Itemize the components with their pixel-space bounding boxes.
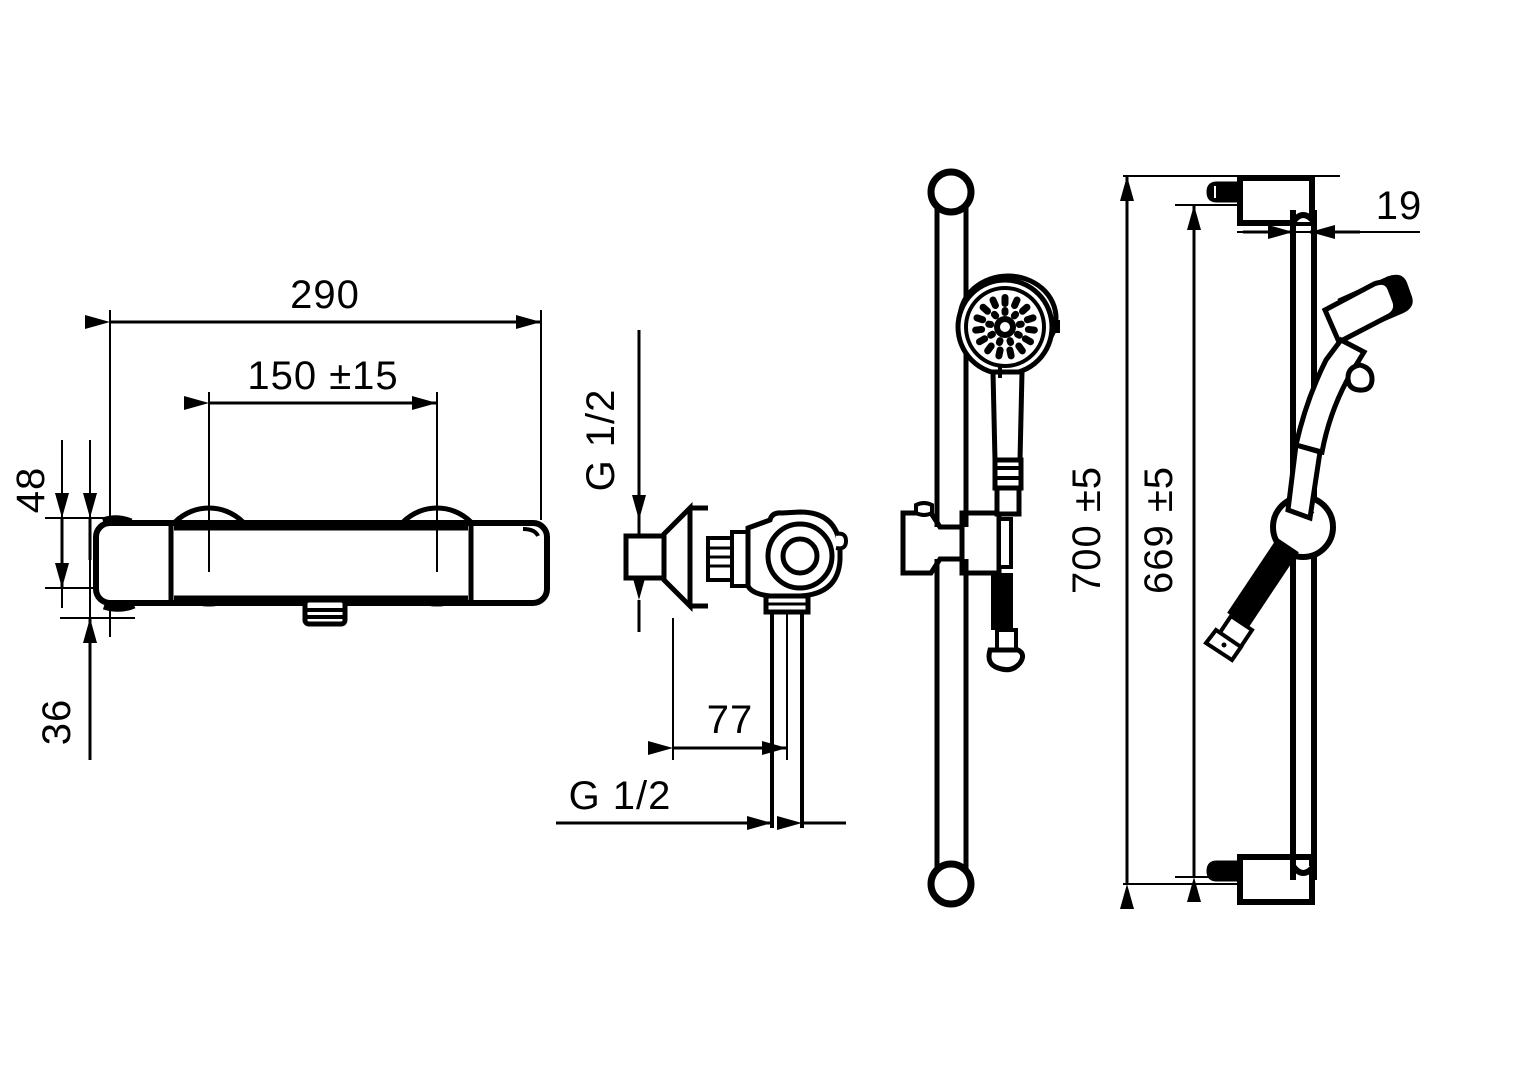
shower-hose-side xyxy=(1227,537,1299,628)
outlet-thread-label: G 1/2 xyxy=(569,774,672,818)
dim-rail-overall: 700 ±5 xyxy=(1065,175,1340,909)
shower-head-lug xyxy=(1051,320,1060,333)
hand-shower-handle-side xyxy=(1293,336,1368,456)
spray-nozzles xyxy=(972,294,1038,360)
dim-overall-width-label: 290 xyxy=(290,273,360,317)
dim-rail-overall-label: 700 ±5 xyxy=(1065,466,1109,594)
inlet-thread-callout: G 1/2 xyxy=(579,330,646,632)
handle-cap-inner xyxy=(780,536,820,576)
mixer-side-view: G 1/2 xyxy=(556,330,849,830)
rail-bottom-bracket xyxy=(927,860,975,908)
hose-nut xyxy=(986,647,1026,673)
hand-shower-side xyxy=(1203,274,1413,663)
rail-side-view: 700 ±5 669 ±5 19 xyxy=(1065,175,1423,909)
dim-body-height-label: 48 xyxy=(9,467,53,514)
rail-front-view xyxy=(900,168,1060,908)
mixer-outlet-boss xyxy=(302,597,348,627)
union-nut xyxy=(706,530,750,588)
dim-body-height: 48 xyxy=(9,467,69,588)
dim-projection: 77 xyxy=(648,612,788,760)
dim-wall-to-centre: 36 xyxy=(35,493,97,760)
inlet-nipple xyxy=(623,533,667,581)
slider-clamp-knob xyxy=(914,501,934,517)
handle-centre-lines xyxy=(208,498,438,572)
mixer-front-view: 290 150 ±15 48 36 xyxy=(9,273,550,760)
dim-rail-wall-offset: 19 xyxy=(1237,184,1423,239)
outlet-pipe xyxy=(770,612,804,828)
escutcheon xyxy=(661,501,693,613)
hand-shower-nozzle-side xyxy=(1345,362,1375,393)
shower-head-side xyxy=(1321,279,1399,346)
outlet-thread-callout: G 1/2 xyxy=(556,774,846,830)
dim-inlet-centres-label: 150 ±15 xyxy=(247,354,398,398)
hand-shower-handle xyxy=(990,364,1025,517)
valve-side-lug xyxy=(835,531,849,551)
dim-inlet-centres: 150 ±15 xyxy=(184,354,437,410)
dim-rail-bracket-centres: 669 ±5 xyxy=(1137,204,1250,902)
shower-hose-front xyxy=(986,573,1026,673)
inlet-thread-label: G 1/2 xyxy=(579,389,623,492)
dim-wall-to-centre-label: 36 xyxy=(35,699,79,746)
dim-rail-bracket-centres-label: 669 ±5 xyxy=(1137,466,1181,594)
dim-projection-label: 77 xyxy=(707,698,754,742)
dim-overall-width: 290 xyxy=(85,273,541,329)
rail-top-bracket xyxy=(927,168,975,216)
rail-slider-front xyxy=(900,501,1013,576)
mixer-side-body xyxy=(623,501,849,615)
rail-bottom-wall-bracket xyxy=(1206,854,1315,905)
hand-shower-front xyxy=(955,273,1060,673)
dim-rail-wall-offset-label: 19 xyxy=(1376,184,1423,228)
mixer-body-front xyxy=(93,505,550,627)
